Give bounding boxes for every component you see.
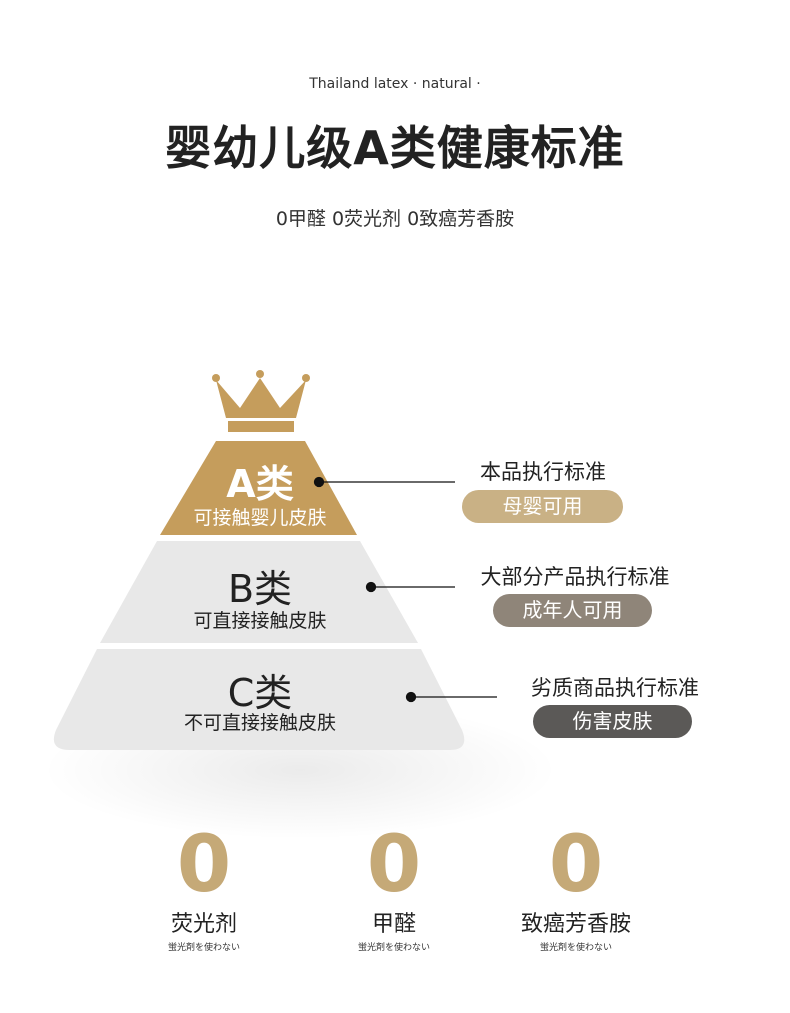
zero-fluorescent-note: 蛍光剤を使わない (167, 943, 240, 953)
tier-b-subtitle: 可直接接触皮肤 (193, 610, 327, 632)
tier-a-shape (160, 441, 357, 535)
tier-c-shape (53, 649, 465, 750)
tier-c-title: C类 (227, 671, 293, 715)
tier-c-dot (405, 691, 417, 703)
eyebrow-text: Thailand latex · natural · (309, 76, 481, 92)
tier-b-shape (100, 541, 418, 643)
zero-amine-value: 0 (548, 820, 604, 910)
zero-fluorescent-value: 0 (176, 820, 232, 910)
tier-b-standard: 大部分产品执行标准 (480, 565, 670, 589)
tier-c-badge: 伤害皮肤 (533, 705, 692, 738)
tier-b-title: B类 (227, 567, 293, 611)
tier-a-subtitle: 可接触婴儿皮肤 (193, 507, 327, 529)
page-subtitle: 0甲醛 0荧光剂 0致癌芳香胺 (275, 208, 515, 230)
crown-icon (212, 370, 310, 432)
tier-a-title: A类 (226, 462, 294, 506)
tier-a-badge: 母婴可用 (462, 490, 623, 523)
tier-c-subtitle: 不可直接接触皮肤 (183, 712, 336, 734)
tier-a-standard: 本品执行标准 (480, 460, 606, 484)
zero-amine-label: 致癌芳香胺 (520, 912, 631, 937)
tier-b-dot (365, 581, 377, 593)
tier-a-dot (313, 476, 325, 488)
zero-fluorescent-label: 荧光剂 (170, 912, 237, 937)
tier-c-standard: 劣质商品执行标准 (531, 676, 699, 700)
zero-formaldehyde-value: 0 (366, 820, 422, 910)
zero-amine-note: 蛍光剤を使わない (539, 943, 612, 953)
tier-b-badge: 成年人可用 (493, 594, 652, 627)
page-title: 婴幼儿级A类健康标准 (165, 121, 625, 175)
zero-formaldehyde-note: 蛍光剤を使わない (357, 943, 430, 953)
zero-formaldehyde-label: 甲醛 (371, 912, 416, 937)
